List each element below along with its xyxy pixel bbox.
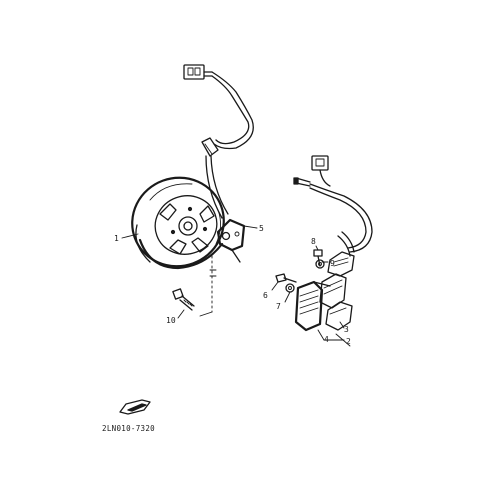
- callout-5: 5: [259, 224, 264, 233]
- pickup-coil-assembly: [183, 64, 258, 263]
- callout-3: 3: [344, 325, 349, 334]
- callout-1: 1: [114, 234, 119, 243]
- callout-4: 4: [324, 335, 329, 344]
- callout-10: 10: [166, 316, 176, 325]
- drawing-code: 2LN010-7320: [102, 424, 155, 433]
- callout-6: 6: [263, 291, 268, 300]
- bolt-part-10: [172, 288, 195, 319]
- front-direction-icon: FWD: [119, 399, 151, 415]
- leader-1: [121, 233, 139, 239]
- callout-9: 9: [330, 259, 335, 268]
- callout-8: 8: [311, 237, 316, 246]
- callout-2: 2: [346, 337, 351, 346]
- screws-washers: [271, 245, 329, 303]
- flywheel-rotor: [131, 176, 225, 270]
- alignment-lines: [199, 255, 217, 317]
- callout-7: 7: [276, 302, 281, 311]
- stator-coil-assembly: [293, 155, 373, 347]
